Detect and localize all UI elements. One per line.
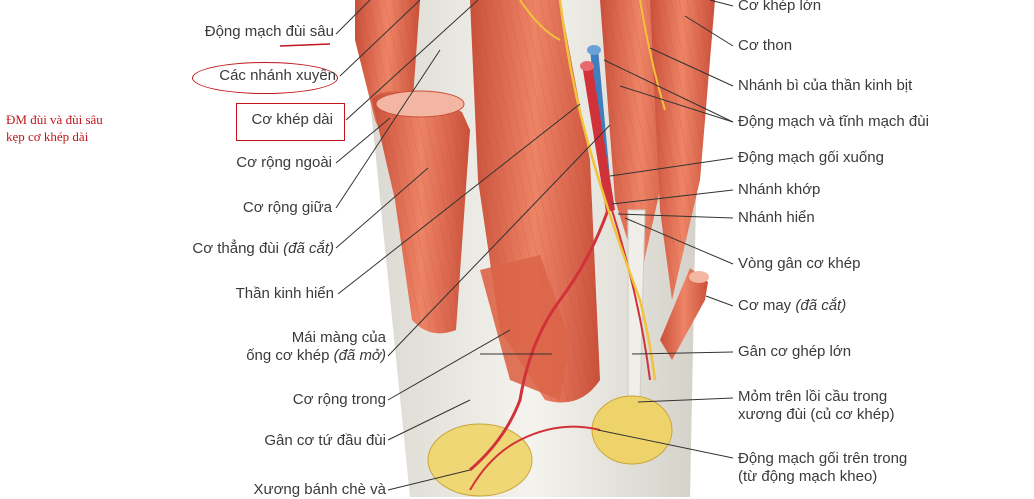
- label-gracilis: Cơ thon: [738, 37, 793, 54]
- superior-medial-genicular-artery: [469, 425, 601, 491]
- label-sartorius-suffix: (đã cắt): [795, 297, 847, 314]
- label-sartorius: Cơ may (đã cắt): [738, 297, 846, 315]
- label-adductor-magnus-tendon: Gân cơ ghép lớn: [738, 343, 852, 360]
- saphenous-branch: [611, 209, 651, 381]
- rectus-femoris-cut-surface: [375, 90, 465, 118]
- medial-epicondyle-fat: [591, 395, 673, 465]
- label-vastus-intermedius: Cơ rộng giữa: [242, 199, 332, 216]
- annotation-note-line1: ĐM đùi và đùi sâu: [6, 112, 103, 127]
- label-articular-branch: Nhánh khớp: [738, 181, 821, 198]
- sartorius-stump: [660, 268, 708, 360]
- femoral-vein-cut: [587, 45, 601, 55]
- label-deep-femoral-artery: Động mạch đùi sâu: [204, 23, 334, 40]
- gracilis-fibers: [650, 0, 715, 300]
- label-adductor-canal-roof-1: Mái màng của: [291, 329, 386, 346]
- annotation-ellipse: [192, 62, 338, 94]
- label-superior-medial-genicular-1: Động mạch gối trên trong: [738, 450, 908, 467]
- label-rectus-femoris-suffix: (đã cắt): [283, 240, 334, 257]
- underline-mark: [279, 43, 331, 47]
- label-rectus-femoris: Cơ thẳng đùi (đã cắt): [192, 240, 334, 258]
- femoral-artery: [582, 64, 615, 212]
- label-vastus-medialis: Cơ rộng trong: [292, 391, 386, 408]
- annotation-note-line2: kẹp cơ khép dài: [6, 129, 89, 144]
- label-adductor-canal-roof-2: ống cơ khép (đã mở): [246, 347, 386, 365]
- annotation-box: [236, 103, 345, 141]
- medial-lower-muscle: [480, 255, 570, 400]
- label-medial-epicondyle-1: Mỏm trên lồi cầu trong: [738, 388, 888, 405]
- sartorius-cut-surface: [689, 271, 709, 283]
- descending-genicular-artery: [469, 209, 610, 472]
- label-adductor-canal-text: ống cơ khép: [246, 347, 330, 364]
- label-saphenous-branch: Nhánh hiển: [738, 209, 815, 226]
- label-adductor-canal-suffix: (đã mở): [333, 347, 386, 364]
- nerve-branch: [519, 0, 561, 41]
- saphenous-nerve: [558, 0, 657, 381]
- label-sartorius-text: Cơ may: [738, 297, 792, 314]
- label-adductor-hiatus: Vòng gân cơ khép: [738, 255, 861, 272]
- label-saphenous-nerve: Thần kinh hiển: [235, 285, 334, 302]
- label-obturator-cutaneous-branch: Nhánh bì của thần kinh bịt: [738, 77, 913, 94]
- rectus-femoris-fibers: [372, 91, 470, 334]
- femoral-artery-cut: [580, 61, 594, 71]
- annotation-note: ĐM đùi và đùi sâu kẹp cơ khép dài: [6, 111, 103, 145]
- label-perforating-branches: Các nhánh xuyên: [219, 67, 336, 84]
- label-descending-genicular: Động mạch gối xuống: [738, 149, 884, 166]
- label-femoral-vessels: Động mạch và tĩnh mạch đùi: [738, 113, 929, 130]
- label-quadriceps-tendon: Gân cơ tứ đầu đùi: [264, 432, 386, 449]
- leader-lines-left: [335, 0, 611, 491]
- label-rectus-femoris-text: Cơ thẳng đùi: [192, 240, 279, 257]
- label-patella: Xương bánh chè và: [253, 481, 386, 498]
- leader-lines-right: [597, 0, 734, 459]
- label-vastus-lateralis: Cơ rộng ngoài: [236, 154, 332, 171]
- label-adductor-longus: Cơ khép dài: [251, 111, 333, 128]
- label-superior-medial-genicular-2: (từ động mạch kheo): [738, 468, 878, 485]
- label-medial-epicondyle-2: xương đùi (củ cơ khép): [738, 406, 895, 423]
- label-adductor-magnus: Cơ khép lớn: [738, 0, 822, 14]
